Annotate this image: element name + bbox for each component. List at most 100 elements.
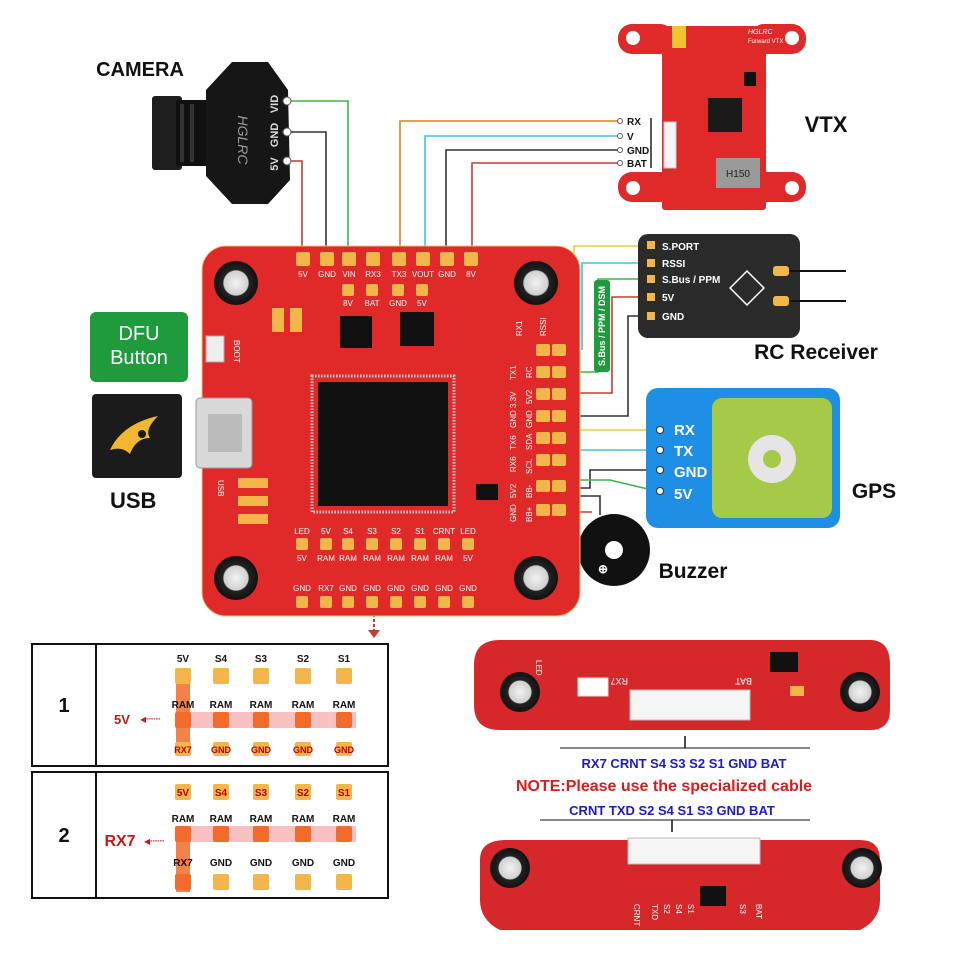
svg-text:VIN: VIN — [342, 270, 356, 279]
svg-text:TX6: TX6 — [509, 435, 518, 450]
svg-text:LED: LED — [294, 527, 310, 536]
svg-text:BAT: BAT — [735, 676, 752, 686]
svg-text:S4: S4 — [343, 527, 353, 536]
svg-text:5V: 5V — [177, 788, 190, 799]
svg-text:5V: 5V — [114, 712, 130, 727]
svg-text:S4: S4 — [674, 904, 683, 914]
svg-text:3.3V: 3.3V — [509, 391, 518, 408]
table-row-2-pads — [175, 784, 352, 890]
camera-pin-5v: 5V — [269, 157, 281, 171]
wire-vtx-bat — [471, 162, 620, 262]
fc-top-pads — [296, 252, 478, 296]
svg-text:S1: S1 — [686, 904, 695, 914]
dfu-button-tag: DFU Button — [90, 312, 188, 382]
gps-module-icon: RX TX GND 5V — [646, 388, 840, 528]
svg-text:5V: 5V — [321, 527, 331, 536]
rc-receiver-label: RC Receiver — [754, 341, 878, 364]
svg-text:RX7: RX7 — [174, 745, 192, 755]
svg-text:RAM: RAM — [411, 554, 429, 563]
svg-text:HGLRC: HGLRC — [748, 29, 773, 36]
svg-text:BOOT: BOOT — [232, 340, 241, 363]
svg-text:5V2: 5V2 — [509, 483, 518, 498]
vtx-label: VTX — [805, 112, 848, 137]
svg-text:RX7: RX7 — [318, 584, 334, 593]
buzzer-icon: ⊕ — [578, 514, 650, 586]
svg-text:GND: GND — [509, 410, 518, 428]
svg-text:RX: RX — [627, 117, 641, 128]
fc-right-labels: RX1 RSSI TX1 RC 3.3V 5V2 GND GND TX6 SDA… — [509, 317, 548, 522]
svg-text:RX1: RX1 — [515, 320, 524, 336]
svg-text:RAM: RAM — [333, 700, 356, 711]
svg-text:RC: RC — [525, 366, 534, 378]
fc-bottom-labels: LED 5V S4 S3 S2 S1 CRNT LED 5V RAM RAM R… — [293, 527, 477, 593]
svg-text:RX7: RX7 — [610, 676, 628, 686]
svg-text:S1: S1 — [338, 788, 351, 799]
upper-cable-order: RX7 CRNT S4 S3 S2 S1 GND BAT — [582, 756, 787, 771]
svg-text:GND: GND — [459, 584, 477, 593]
svg-text:S.PORT: S.PORT — [662, 242, 699, 253]
svg-text:5V: 5V — [674, 486, 692, 503]
svg-text:TX1: TX1 — [509, 365, 518, 380]
svg-text:RSSI: RSSI — [662, 259, 686, 270]
buzzer-label: Buzzer — [659, 560, 728, 583]
svg-text:RAM: RAM — [292, 814, 315, 825]
svg-text:RAM: RAM — [210, 700, 233, 711]
svg-text:GND: GND — [210, 858, 232, 869]
svg-text:S2: S2 — [391, 527, 401, 536]
flight-controller-icon: BOOT USB — [195, 245, 581, 617]
svg-text:S3: S3 — [255, 788, 268, 799]
svg-text:GND: GND — [389, 299, 407, 308]
svg-text:USB: USB — [216, 480, 225, 496]
svg-text:LED: LED — [460, 527, 476, 536]
svg-text:TX3: TX3 — [392, 270, 407, 279]
svg-text:SDA: SDA — [525, 433, 534, 450]
camera-icon: HGLRC VID GND 5V — [152, 62, 292, 204]
lower-board-photo: CRNT TXD S2 S4 S1 S3 BAT — [480, 837, 882, 930]
svg-text:RSSI: RSSI — [539, 317, 548, 336]
svg-text:GND: GND — [363, 584, 381, 593]
wire-vtx-gnd — [445, 149, 620, 262]
svg-text:RAM: RAM — [387, 554, 405, 563]
svg-text:VOUT: VOUT — [412, 270, 434, 279]
upper-board-photo: LED RX7 BAT — [474, 640, 890, 730]
svg-text:RAM: RAM — [292, 700, 315, 711]
svg-text:S3: S3 — [255, 654, 268, 665]
svg-text:H150: H150 — [726, 169, 750, 180]
wire-vtx-v — [424, 135, 620, 262]
svg-text:S1: S1 — [415, 527, 425, 536]
svg-text:5V2: 5V2 — [525, 389, 534, 404]
svg-text:RAM: RAM — [250, 700, 273, 711]
svg-text:GND: GND — [250, 858, 272, 869]
svg-text:RAM: RAM — [435, 554, 453, 563]
table-row-1: 1 5V S4 S3 S2 S1 RAM RAM RAM RAM RAM RX7… — [58, 654, 355, 755]
dfu-button-label: DFU Button — [110, 323, 168, 369]
svg-text:GND: GND — [293, 745, 314, 755]
camera-label: CAMERA — [96, 59, 184, 81]
svg-text:RAM: RAM — [363, 554, 381, 563]
svg-text:Forward VTX: Forward VTX — [748, 39, 783, 45]
svg-text:S3: S3 — [367, 527, 377, 536]
svg-text:BAT: BAT — [754, 904, 763, 919]
svg-text:RAM: RAM — [172, 700, 195, 711]
svg-text:RX7: RX7 — [104, 833, 135, 850]
svg-text:GND: GND — [627, 146, 649, 157]
svg-text:GND: GND — [293, 584, 311, 593]
svg-text:S.Bus / PPM: S.Bus / PPM — [662, 275, 720, 286]
svg-text:GND: GND — [339, 584, 357, 593]
svg-text:BB-: BB- — [525, 484, 534, 498]
wire-camera-gnd — [290, 131, 327, 262]
svg-text:V: V — [627, 132, 634, 143]
table-row-1-bottom-pads — [175, 742, 352, 756]
rc-side-tag: S.Bus / PPM / DSM — [594, 280, 610, 372]
wire-camera-5v — [290, 160, 303, 262]
svg-text:HGLRC: HGLRC — [235, 115, 251, 165]
gps-label: GPS — [852, 480, 896, 503]
svg-text:RAM: RAM — [210, 814, 233, 825]
svg-text:◂┄┄: ◂┄┄ — [144, 834, 164, 848]
svg-text:5V: 5V — [463, 554, 473, 563]
row-number: 2 — [58, 825, 69, 847]
svg-text:TX: TX — [674, 443, 693, 460]
lower-cable-order: CRNT TXD S2 S4 S1 S3 GND BAT — [569, 803, 775, 818]
svg-text:S4: S4 — [215, 654, 228, 665]
